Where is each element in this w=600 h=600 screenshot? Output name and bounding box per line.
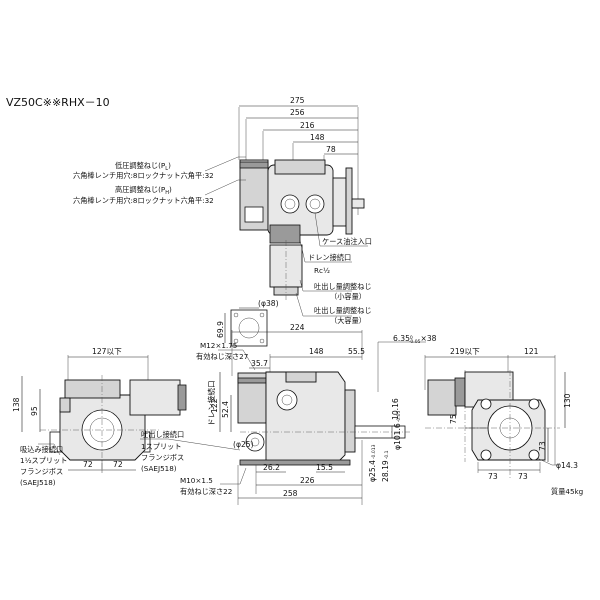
label-suction-4: (SAEJ518) [20,478,56,487]
dim-95: 95 [30,406,39,416]
dim-219: 219以下 [450,347,480,356]
label-outlet-1: 吐出し接続口 [141,430,184,439]
label-outlet-3: フランジボス [141,453,184,462]
label-outlet-2: 1スプリット [141,442,182,451]
dim-138: 138 [12,397,21,412]
dim-15-5: 15.5 [316,463,333,472]
dim-275: 275 [290,96,305,105]
dim-d14-3: φ14.3 [556,461,578,470]
top-view: 275 256 216 148 78 [73,96,372,325]
dim-127: 127以下 [92,347,122,356]
dim-52-4: 52.4 [221,401,230,418]
pump-top-body [239,159,365,300]
dim-25-4: φ25.4-0.013 [368,444,377,482]
label-drain-port: ドレン接続口 [308,253,351,262]
label-outlet-4: (SAEJ518) [141,464,177,473]
front-view: 224 148 55.5 35.7 6.350-0.05×38 122 52.4… [140,323,437,505]
label-suction-1: 吸込み接続口 [20,445,63,454]
flange-detail: (φ38) 69.9 [216,299,279,347]
dim-73b: 73 [518,472,528,481]
dim-28-19: 28.19-0.1 [381,450,390,482]
dim-73a: 73 [488,472,498,481]
label-suction-2: 1½スプリット [20,456,67,465]
dim-78: 78 [326,145,336,154]
label-suction-3: フランジボス [20,467,63,476]
dim-216: 216 [300,121,315,130]
dim-75: 75 [449,414,458,424]
model-title: VZ50C※※RHX－10 [6,96,110,109]
dim-148: 148 [310,133,325,142]
dim-73c: 73 [538,441,547,451]
label-m10-depth: 有効ねじ深さ22 [180,487,232,496]
label-low-pressure-adj: 低圧調整ねじ(PL) [115,161,171,172]
dim-101-6: φ101.6-0.05 [393,410,402,450]
dim-148f: 148 [309,347,324,356]
dim-10-16: 10.16 [391,398,400,420]
dim-256: 256 [290,108,305,117]
label-m10: M10×1.5 [180,476,213,485]
label-drain-vertical: ドレン接続口 [206,380,216,426]
label-high-spec: 六角棒レンチ用穴:8ロックナット六角平:32 [73,196,214,205]
label-disch-small-sub: （小容量） [330,292,366,301]
dim-35-7: 35.7 [251,359,268,368]
dim-26-2: 26.2 [263,463,280,472]
dim-122: 122 [210,398,219,413]
mass-label: 質量45kg [551,487,583,496]
label-case-oil-inlet: ケース油注入口 [322,237,372,246]
dim-258: 258 [283,489,298,498]
label-drain-thread: Rc½ [314,266,330,275]
label-disch-large-sub: （大容量） [330,316,366,325]
dim-d25: (φ25) [233,440,254,449]
dim-72a: 72 [83,460,93,469]
dim-226: 226 [300,476,315,485]
dim-55-5: 55.5 [348,347,365,356]
dim-72b: 72 [113,460,123,469]
dim-6-35: 6.350-0.05×38 [393,334,437,345]
dim-d38: (φ38) [258,299,279,308]
dim-224: 224 [290,323,305,332]
dim-121: 121 [524,347,539,356]
label-high-pressure-adj: 高圧調整ねじ(PH) [115,185,172,196]
label-disch-small: 吐出し量調整ねじ [314,282,372,291]
label-m12: M12×1.75 [200,341,237,350]
label-m12-depth: 有効ねじ深さ27 [196,352,248,361]
dim-69-9: 69.9 [216,321,225,338]
label-disch-large: 吐出し量調整ねじ [314,306,372,315]
top-callouts: 低圧調整ねじ(PL) 六角棒レンチ用穴:8ロックナット六角平:32 高圧調整ねじ… [73,156,372,325]
right-view: 219以下 121 130 75 73 73 73 φ14.3 [424,347,578,481]
left-view: 127以下 138 95 72 72 吸込み接続口 1½スプリット フランジボス… [12,347,187,487]
label-low-spec: 六角棒レンチ用穴:8ロックナット六角平:32 [73,171,214,180]
dim-130: 130 [563,393,572,408]
